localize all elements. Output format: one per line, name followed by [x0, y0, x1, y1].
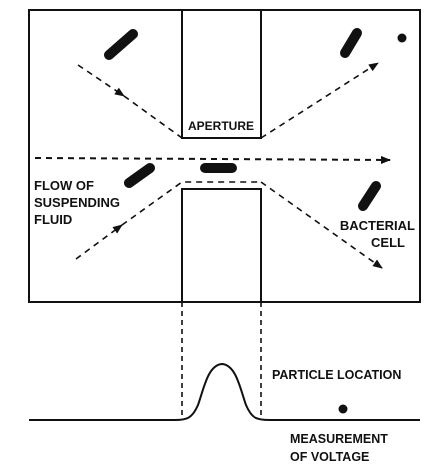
upper-right-flow-arrow: [260, 62, 379, 139]
measurement-dot: [338, 404, 348, 414]
lower-left-flow-arrow: [75, 224, 123, 260]
bacterial-cell-right: [358, 181, 381, 211]
chamber-outline: [28, 9, 421, 303]
flow-label-line1: FLOW OF: [34, 178, 94, 193]
lower-left-flow-path: [121, 181, 261, 226]
flow-label-line2: SUSPENDING: [34, 195, 120, 210]
voltage-trace: [29, 362, 420, 421]
bacterial-cell-upper-left: [104, 29, 138, 60]
measurement-label-line2: OF VOLTAGE: [290, 450, 369, 464]
aperture-lower-wall: [181, 188, 262, 302]
bacterial-cell-small: [397, 33, 407, 43]
bacterial-label-line1: BACTERIAL: [340, 218, 415, 233]
bacterial-label-line2: CELL: [371, 235, 405, 250]
measurement-label-line1: MEASUREMENT: [290, 432, 388, 446]
particle-location-label: PARTICLE LOCATION: [272, 368, 401, 382]
aperture-label: APERTURE: [188, 119, 254, 133]
upper-left-flow-arrow: [77, 64, 125, 97]
upper-left-flow-path: [123, 95, 261, 139]
bacterial-cell-left: [124, 163, 155, 188]
bacterial-cell-upper-right: [340, 28, 362, 58]
center-flow-arrow: [34, 155, 391, 164]
lower-right-flow-arrow: [260, 181, 383, 269]
flow-label-line3: FLUID: [34, 212, 72, 227]
